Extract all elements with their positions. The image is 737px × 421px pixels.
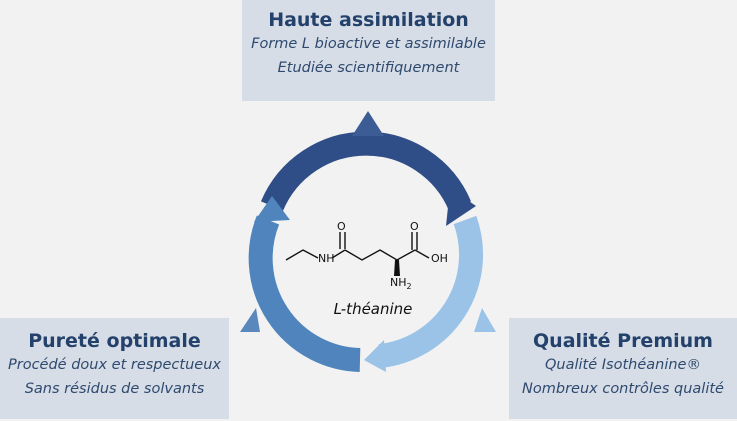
- triangle-top: [352, 111, 384, 136]
- wedge-bond: [394, 260, 400, 276]
- box-line: Sans résidus de solvants: [24, 381, 205, 397]
- molecule-label: L-théanine: [333, 300, 413, 318]
- triangle-right: [474, 308, 496, 332]
- arc-right: [378, 215, 484, 368]
- arc-left-arrowhead: [254, 196, 290, 222]
- arc-top: [260, 131, 472, 211]
- box-line: Etudiée scientifiquement: [277, 60, 460, 76]
- arc-left: [248, 215, 361, 372]
- triangle-left: [240, 308, 260, 332]
- arc-right-arrowhead: [364, 340, 386, 372]
- atom-nh: NH: [318, 252, 335, 265]
- box-title: Haute assimilation: [268, 9, 469, 31]
- box-line: Nombreux contrôles qualité: [522, 381, 724, 397]
- benefit-box-left: Pureté optimale Procédé doux et respectu…: [0, 318, 229, 419]
- box-title: Qualité Premium: [533, 330, 713, 352]
- atom-nh2: NH2: [390, 276, 412, 292]
- benefit-box-top: Haute assimilation Forme L bioactive et …: [242, 0, 495, 101]
- box-title: Pureté optimale: [28, 330, 201, 352]
- box-line: Qualité Isothéanine®: [545, 357, 701, 373]
- atom-o-acid: O: [410, 220, 419, 233]
- arc-top-arrowhead: [446, 188, 476, 226]
- box-line: Procédé doux et respectueux: [8, 357, 221, 373]
- benefit-box-right: Qualité Premium Qualité Isothéanine® Nom…: [509, 318, 737, 419]
- box-line: Forme L bioactive et assimilable: [251, 36, 486, 52]
- atom-o-amide: O: [337, 220, 346, 233]
- atom-oh: OH: [431, 252, 448, 265]
